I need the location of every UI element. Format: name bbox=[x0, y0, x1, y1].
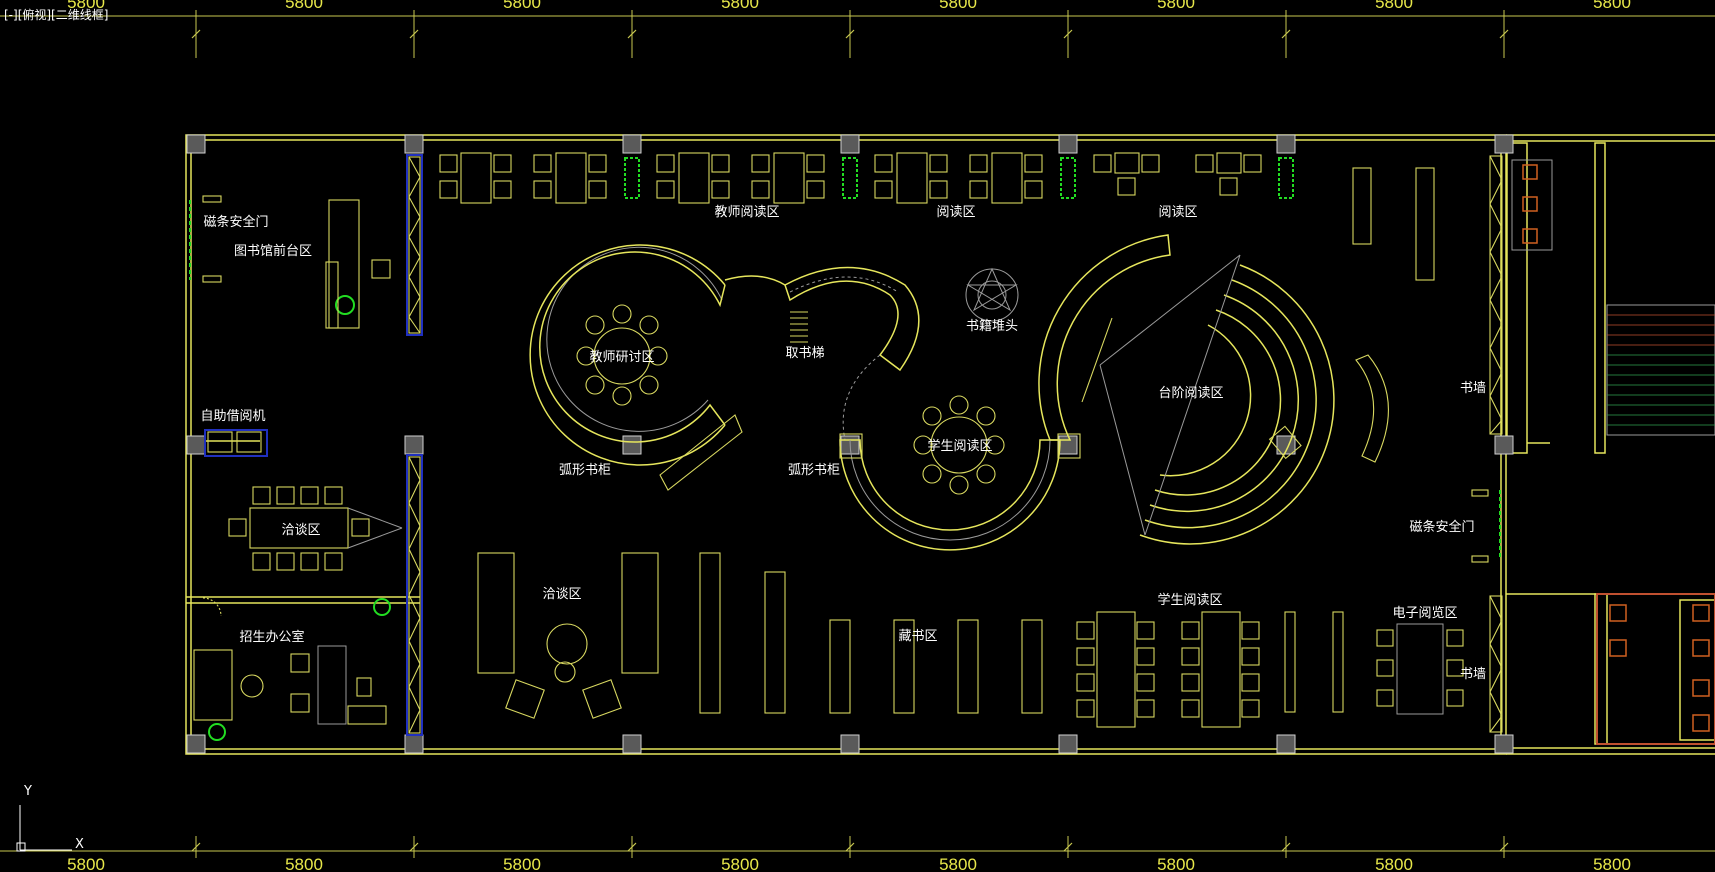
top-dim-tick-slash bbox=[845, 29, 855, 39]
dim-bottom-0: 5800 bbox=[67, 855, 105, 872]
label-book-ladder: 取书梯 bbox=[785, 346, 824, 361]
s-curve-shelf bbox=[724, 266, 920, 441]
label-meeting-area: 洽谈区 bbox=[281, 523, 320, 538]
label-admissions-office: 招生办公室 bbox=[239, 629, 304, 645]
column bbox=[840, 734, 860, 754]
top-dim-tick-slash bbox=[1499, 29, 1509, 39]
label-lounge-area: 洽谈区 bbox=[542, 587, 581, 602]
dim-top-0: 5800 bbox=[67, 0, 105, 12]
column bbox=[404, 734, 424, 754]
label-reading-2: 阅读区 bbox=[1158, 205, 1197, 220]
label-magnetic-gate-left: 磁条安全门 bbox=[203, 214, 268, 230]
label-book-storage: 藏书区 bbox=[898, 629, 937, 644]
column bbox=[840, 134, 860, 154]
bottom-dim-tick-slash bbox=[1063, 842, 1073, 852]
top-dim-tick-slash bbox=[1063, 29, 1073, 39]
dim-top-6: 5800 bbox=[1375, 0, 1413, 12]
viewport-controls-label[interactable]: [-][俯视][二维线框] bbox=[4, 8, 109, 22]
column bbox=[1494, 734, 1514, 754]
front-desk bbox=[189, 195, 391, 457]
lounge-furniture bbox=[477, 552, 659, 719]
label-e-reading: 电子阅览区 bbox=[1392, 605, 1457, 621]
column bbox=[622, 734, 642, 754]
ucs-icon: Y X bbox=[16, 784, 84, 852]
dim-bottom-1: 5800 bbox=[285, 855, 323, 872]
meeting-table bbox=[228, 486, 403, 571]
column bbox=[404, 435, 424, 455]
column bbox=[1494, 134, 1514, 154]
label-student-reading-bottom: 学生阅读区 bbox=[1157, 592, 1222, 608]
book-wall-shelves bbox=[406, 154, 1503, 736]
dim-top-3: 5800 bbox=[721, 0, 759, 12]
label-book-tower: 书籍堆头 bbox=[966, 318, 1018, 334]
dim-bottom-7: 5800 bbox=[1593, 855, 1631, 872]
label-arc-shelf-2: 弧形书柜 bbox=[788, 463, 840, 478]
column bbox=[186, 734, 206, 754]
label-stepped-reading: 台阶阅读区 bbox=[1158, 386, 1223, 401]
student-reading-center bbox=[839, 395, 1081, 551]
bottom-reading-tables bbox=[1076, 611, 1344, 728]
book-tower bbox=[965, 267, 1019, 322]
plants bbox=[208, 157, 1294, 741]
column bbox=[1276, 734, 1296, 754]
ucs-x-label: X bbox=[75, 837, 84, 852]
column bbox=[1058, 734, 1078, 754]
column bbox=[622, 435, 642, 455]
label-teacher-seminar: 教师研讨区 bbox=[589, 349, 654, 365]
dim-bottom-6: 5800 bbox=[1375, 855, 1413, 872]
bottom-dim-tick-slash bbox=[409, 842, 419, 852]
dim-top-5: 5800 bbox=[1157, 0, 1195, 12]
dim-bottom-2: 5800 bbox=[503, 855, 541, 872]
dim-bottom-4: 5800 bbox=[939, 855, 977, 872]
label-front-desk: 图书馆前台区 bbox=[234, 243, 312, 259]
bottom-dim-tick-slash bbox=[191, 842, 201, 852]
top-dim-tick-slash bbox=[409, 29, 419, 39]
teacher-seminar bbox=[529, 244, 726, 466]
top-reading-tables bbox=[439, 152, 1435, 281]
structural-columns bbox=[186, 134, 1514, 754]
top-dimension-line: 5800 5800 5800 5800 5800 5800 5800 5800 bbox=[0, 0, 1715, 58]
label-teacher-reading: 教师阅读区 bbox=[714, 204, 779, 220]
dim-top-4: 5800 bbox=[939, 0, 977, 12]
label-book-wall-bottom: 书墙 bbox=[1460, 667, 1486, 682]
dim-top-1: 5800 bbox=[285, 0, 323, 12]
bottom-dim-tick-slash bbox=[627, 842, 637, 852]
dim-top-7: 5800 bbox=[1593, 0, 1631, 12]
room-labels: 磁条安全门 图书馆前台区 自助借阅机 洽谈区 招生办公室 教师阅读区 阅读区 阅… bbox=[200, 204, 1486, 682]
label-student-reading-center: 学生阅读区 bbox=[927, 438, 992, 454]
column bbox=[1058, 435, 1078, 455]
label-book-wall-top: 书墙 bbox=[1460, 381, 1486, 396]
label-magnetic-gate-right: 磁条安全门 bbox=[1409, 519, 1474, 535]
dim-bottom-3: 5800 bbox=[721, 855, 759, 872]
column bbox=[186, 435, 206, 455]
dim-bottom-5: 5800 bbox=[1157, 855, 1195, 872]
bottom-dim-tick-slash bbox=[1281, 842, 1291, 852]
bottom-dim-tick-slash bbox=[1499, 842, 1509, 852]
e-reading-stations bbox=[1376, 489, 1501, 715]
book-storage-shelves bbox=[699, 552, 1043, 714]
stepped-reading bbox=[659, 234, 1389, 545]
bottom-dimension-line: 5800 5800 5800 5800 5800 5800 5800 5800 bbox=[0, 836, 1715, 872]
ucs-y-label: Y bbox=[23, 784, 32, 799]
label-reading-1: 阅读区 bbox=[936, 205, 975, 220]
dim-top-2: 5800 bbox=[503, 0, 541, 12]
label-self-service: 自助借阅机 bbox=[200, 409, 265, 424]
column bbox=[1058, 134, 1078, 154]
column bbox=[622, 134, 642, 154]
top-dim-tick-slash bbox=[1281, 29, 1291, 39]
top-dim-tick-slash bbox=[191, 29, 201, 39]
column bbox=[1276, 134, 1296, 154]
column bbox=[404, 134, 424, 154]
label-arc-shelf-1: 弧形书柜 bbox=[559, 463, 611, 478]
bottom-dim-tick-slash bbox=[845, 842, 855, 852]
stair-and-restrooms bbox=[1511, 159, 1715, 745]
office-furniture bbox=[193, 597, 387, 725]
top-dim-tick-slash bbox=[627, 29, 637, 39]
column bbox=[186, 134, 206, 154]
column bbox=[1494, 435, 1514, 455]
